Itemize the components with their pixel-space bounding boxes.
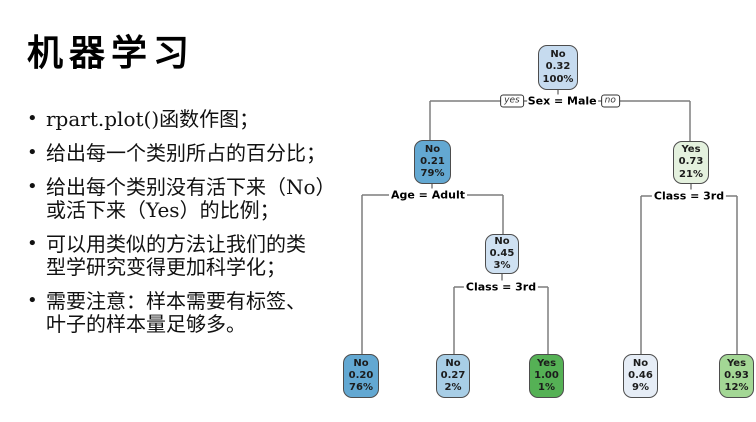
bullet-text: 需要注意：样本需要有标签、	[46, 289, 306, 313]
node-percent: 100%	[542, 73, 574, 85]
split-condition: Sex = Male	[526, 94, 598, 108]
node-class-label: No	[445, 357, 461, 369]
node-class-label: Yes	[681, 144, 701, 156]
tree-node-male-child: No 0.45 3%	[485, 234, 519, 274]
node-probability: 0.27	[440, 369, 466, 381]
split-age-adult: Age = Adult	[389, 188, 467, 202]
split-class-3rd-left: Class = 3rd	[463, 280, 539, 294]
list-item: • 需要注意：样本需要有标签、 叶子的样本量足够多。	[27, 290, 363, 336]
node-class-label: No	[550, 49, 566, 61]
node-probability: 0.32	[545, 61, 571, 73]
bullet-icon: •	[27, 142, 38, 163]
node-percent: 76%	[349, 382, 373, 394]
tree-leaf-5: Yes 0.93 12%	[719, 354, 754, 398]
bullet-text: 给出每个类别没有活下来（No）	[46, 175, 336, 199]
tree-node-root: No 0.32 100%	[538, 45, 578, 90]
bullet-icon: •	[27, 176, 38, 197]
node-probability: 0.21	[420, 155, 445, 167]
node-probability: 0.20	[348, 369, 374, 381]
bullet-text: rpart.plot()函数作图；	[46, 107, 260, 131]
tree-node-male: No 0.21 79%	[414, 140, 451, 184]
tree-leaf-2: No 0.27 2%	[436, 354, 470, 398]
list-item: • 可以用类似的方法让我们的类 型学研究变得更加科学化；	[27, 233, 363, 279]
bullet-text: 或活下来（Yes）的比例；	[46, 198, 280, 222]
node-class-label: No	[353, 357, 369, 369]
node-probability: 0.93	[724, 369, 749, 381]
node-percent: 12%	[724, 382, 749, 394]
bullet-text: 可以用类似的方法让我们的类	[46, 232, 306, 256]
split-sex-male: yes Sex = Male no	[500, 94, 620, 108]
slide-title: 机器学习	[27, 32, 196, 73]
list-item: • rpart.plot()函数作图；	[27, 108, 363, 131]
node-class-label: Yes	[726, 357, 747, 369]
node-percent: 3%	[493, 260, 511, 272]
list-item: • 给出每一个类别所占的百分比；	[27, 142, 363, 165]
tree-leaf-4: No 0.46 9%	[623, 354, 658, 398]
node-probability: 0.46	[628, 369, 653, 381]
tree-leaf-3: Yes 1.00 1%	[529, 354, 564, 398]
split-class-3rd-right: Class = 3rd	[651, 189, 727, 203]
node-class-label: No	[424, 143, 441, 155]
bullet-icon: •	[27, 290, 38, 311]
bullet-list: • rpart.plot()函数作图； • 给出每一个类别所占的百分比； • 给…	[27, 108, 363, 347]
bullet-icon: •	[27, 108, 38, 129]
node-probability: 0.73	[678, 156, 704, 168]
node-class-label: No	[632, 357, 649, 369]
list-item: • 给出每个类别没有活下来（No） 或活下来（Yes）的比例；	[27, 176, 363, 222]
node-class-label: Yes	[536, 357, 557, 369]
branch-no-label: no	[600, 94, 620, 108]
bullet-text: 给出每一个类别所占的百分比；	[46, 141, 326, 165]
tree-leaf-1: No 0.20 76%	[343, 354, 379, 398]
bullet-icon: •	[27, 233, 38, 254]
node-class-label: No	[494, 235, 510, 247]
node-probability: 0.45	[489, 247, 515, 259]
bullet-text: 叶子的样本量足够多。	[46, 312, 246, 336]
node-percent: 21%	[679, 168, 703, 180]
node-probability: 1.00	[534, 369, 559, 381]
branch-yes-label: yes	[500, 94, 524, 108]
node-percent: 9%	[632, 382, 649, 394]
tree-node-female: Yes 0.73 21%	[673, 141, 709, 184]
node-percent: 2%	[444, 382, 462, 394]
node-percent: 1%	[538, 382, 555, 394]
bullet-text: 型学研究变得更加科学化；	[46, 255, 286, 279]
node-percent: 79%	[420, 168, 445, 180]
